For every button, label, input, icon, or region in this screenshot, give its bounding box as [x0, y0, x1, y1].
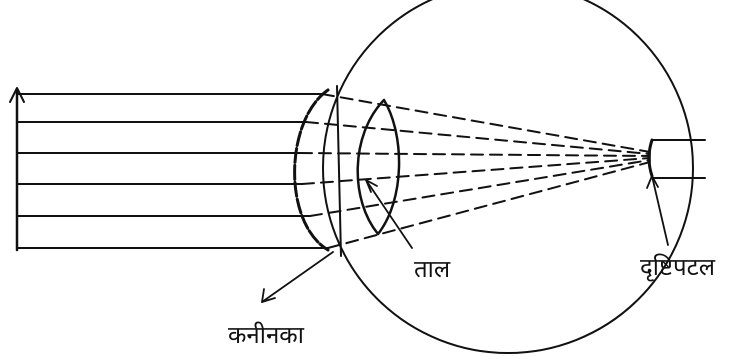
lens-pointer-arrow-icon [365, 179, 378, 193]
retina-pointer [651, 175, 669, 246]
converging-rays [299, 93, 651, 249]
lens-label: ताल [414, 255, 451, 283]
cornea [293, 88, 330, 252]
refracted-ray [299, 152, 651, 157]
cornea-label: कनीनका [228, 321, 304, 349]
refracted-ray [309, 159, 651, 217]
retina-pointer-arrow-icon [646, 175, 659, 189]
cornea-pointer-arrow-icon [261, 288, 276, 303]
source-arrow-icon [9, 87, 25, 103]
retina-label: दृष्टिपटल [640, 253, 715, 281]
iris-line [336, 85, 342, 257]
cornea-pointer [261, 251, 334, 303]
refracted-ray [321, 93, 651, 153]
refracted-ray [305, 121, 651, 155]
lens-pointer [365, 179, 413, 249]
retina-mark [647, 138, 654, 178]
refracted-ray [301, 157, 651, 185]
eyeball [322, 0, 694, 354]
incoming-rays [16, 93, 329, 249]
refracted-ray [327, 161, 651, 249]
lens [356, 98, 401, 236]
